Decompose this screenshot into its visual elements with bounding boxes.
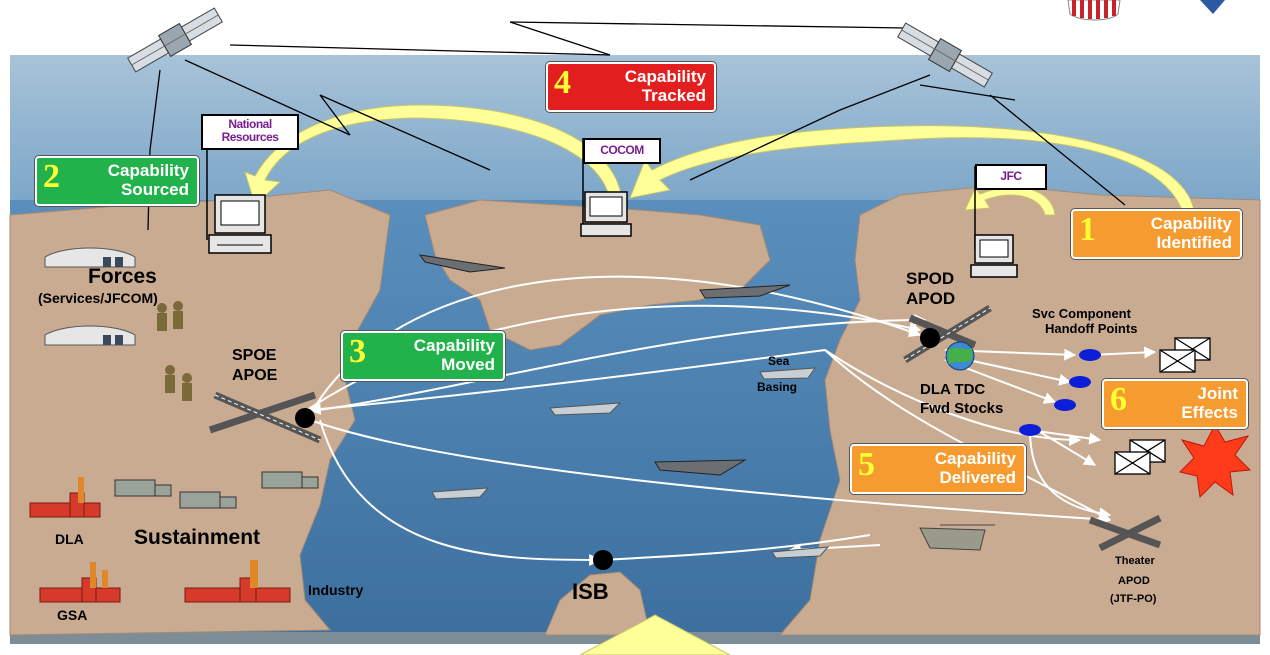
dla-tdc-label: DLA TDC	[920, 381, 986, 398]
forces-label: Forces	[88, 265, 157, 288]
capability-6-box: 6 Joint Effects	[1102, 379, 1248, 429]
capability-6-line1: Joint	[1197, 384, 1238, 403]
isb-island	[544, 571, 651, 636]
capability-5-line1: Capability	[934, 449, 1016, 468]
capability-1-line2: Identified	[1156, 233, 1232, 252]
fwd-stocks-label: Fwd Stocks	[920, 400, 1004, 417]
warehouse-icon	[44, 325, 136, 346]
yellow-arrow-jfc	[964, 186, 1056, 216]
computer-icon	[970, 234, 1018, 278]
svc-component-label: Svc Component	[1032, 306, 1131, 321]
spoe-node	[295, 408, 315, 428]
yellow-arrow-center	[244, 104, 623, 206]
industry-label: Industry	[308, 582, 364, 598]
dla-label: DLA	[55, 531, 84, 547]
isb-label: ISB	[572, 579, 609, 604]
warehouse-icon	[44, 247, 136, 268]
truck-icon	[114, 471, 319, 509]
unit-symbol-icon	[1114, 337, 1211, 475]
aircraft-icon	[418, 254, 791, 476]
capability-2-number: 2	[43, 158, 60, 195]
yellow-triangle	[579, 614, 731, 655]
sea-label: Sea	[768, 354, 790, 368]
jfc-flag: JFC	[975, 164, 1047, 190]
spoe-label: SPOE	[232, 347, 277, 364]
capability-5-box: 5 Capability Delivered	[850, 444, 1026, 494]
forces-sub-label: (Services/JFCOM)	[38, 290, 158, 306]
gsa-label: GSA	[57, 607, 88, 623]
capability-1-box: 1 Capability Identified	[1071, 209, 1242, 259]
satellite-icon	[127, 7, 223, 73]
factory-icon	[39, 562, 121, 603]
right-landmass	[778, 184, 1261, 636]
isb-node	[593, 550, 613, 570]
shield-emblem-icon	[1067, 0, 1121, 21]
cocom-flag: COCOM	[583, 138, 661, 164]
capability-5-line2: Delivered	[939, 468, 1016, 487]
capability-4-box: 4 Capability Tracked	[546, 62, 716, 112]
theater-apod-label: APOD	[1118, 575, 1150, 587]
capability-3-number: 3	[349, 333, 366, 370]
capability-2-box: 2 Capability Sourced	[35, 156, 199, 206]
yellow-arrow-right	[629, 125, 1196, 221]
route-lines	[299, 275, 1157, 566]
handoff-point-icon	[1019, 349, 1101, 436]
basing-label: Basing	[757, 380, 798, 394]
spod-node	[920, 328, 940, 348]
capability-6-number: 6	[1110, 381, 1127, 418]
jtf-po-label: (JTF-PO)	[1110, 593, 1157, 605]
ship-icon	[431, 367, 830, 559]
theater-label: Theater	[1115, 555, 1155, 567]
computer-icon	[208, 194, 272, 254]
comm-lines	[147, 21, 1126, 231]
capability-6-line2: Effects	[1181, 403, 1238, 422]
capability-2-line1: Capability	[107, 161, 189, 180]
capability-4-line1: Capability	[624, 67, 706, 86]
computer-icon	[580, 191, 632, 237]
apoe-label: APOE	[232, 367, 278, 384]
emblem-fragment-icon	[1200, 0, 1225, 14]
capability-3-box: 3 Capability Moved	[341, 331, 505, 381]
capability-4-line2: Tracked	[641, 86, 706, 105]
capability-4-number: 4	[554, 64, 571, 101]
handoff-points-label: Handoff Points	[1045, 321, 1138, 336]
factory-icon	[184, 560, 291, 603]
capability-1-number: 1	[1079, 211, 1096, 248]
capability-3-line2: Moved	[441, 355, 495, 374]
spod-label: SPOD	[906, 269, 955, 288]
capability-3-line1: Capability	[413, 336, 495, 355]
satellite-icon	[897, 22, 993, 88]
soldiers-icon	[157, 301, 192, 401]
globe-icon	[945, 341, 975, 371]
factory-icon	[29, 477, 101, 518]
capability-5-number: 5	[858, 446, 875, 483]
explosion-icon	[1179, 423, 1252, 499]
left-landmass	[9, 189, 391, 636]
helicopter-icon	[919, 524, 995, 551]
national-resources-flag: National Resources	[201, 114, 299, 150]
capability-1-line1: Capability	[1150, 214, 1232, 233]
sustainment-label: Sustainment	[134, 526, 261, 549]
apod-label: APOD	[906, 289, 956, 308]
capability-2-line2: Sourced	[120, 180, 189, 199]
